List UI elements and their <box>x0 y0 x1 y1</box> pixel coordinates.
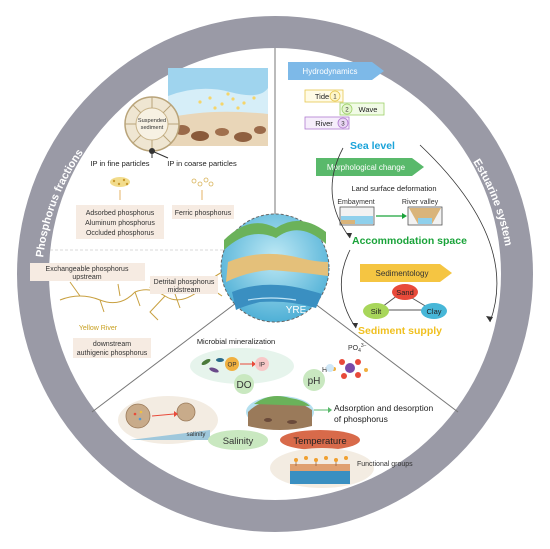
arrowhead-supply <box>352 323 358 328</box>
fine-particles-title: IP in fine particles <box>90 159 149 168</box>
morph-label: Morphological change <box>327 163 406 172</box>
ph-bubble <box>303 369 325 391</box>
sand-label: Sand <box>396 288 414 297</box>
fine-items-box <box>76 205 164 239</box>
wave-number: 2 <box>345 107 349 114</box>
do-bubble <box>234 374 254 394</box>
river-number: 3 <box>341 121 345 128</box>
tide-badge <box>329 90 341 102</box>
coarse-items-box <box>172 205 234 219</box>
op-circle <box>225 357 239 371</box>
sedimentology-banner <box>360 264 452 282</box>
river-badge <box>337 117 349 129</box>
downstream-box <box>73 338 151 358</box>
salinity-bubble <box>208 430 268 450</box>
silt-node <box>363 303 389 319</box>
op-label: OP <box>228 362 237 369</box>
center-estuary-illustration <box>220 213 330 323</box>
morph-banner <box>316 158 424 176</box>
h-ion-icon <box>326 364 334 372</box>
microbial-label: Microbial mineralization <box>197 337 275 346</box>
tide-number: 1 <box>333 94 337 101</box>
functional-groups-label: Functional groups <box>357 461 413 468</box>
divider-right <box>309 299 459 413</box>
clay-node <box>421 303 447 319</box>
temperature-bubble <box>280 430 360 450</box>
fine-item-adsorbed: Adsorbed phosphorus <box>86 210 155 217</box>
land-deformation-label: Land surface deformation <box>351 184 436 193</box>
salinity-label: Salinity <box>223 436 254 447</box>
adsorption-label-2: of phosphorus <box>334 414 388 424</box>
embayment-icon <box>339 206 375 226</box>
op-to-ip-arrowhead <box>252 361 256 367</box>
salinity-illustration <box>118 396 218 444</box>
river-valley-label: River valley <box>402 199 439 206</box>
phosphate-label: PO43− <box>348 343 367 354</box>
sediment-core-icon <box>246 396 314 430</box>
sedimentology-label: Sedimentology <box>376 269 429 278</box>
fine-particles-dots <box>110 177 130 187</box>
wave-label: Wave <box>359 105 378 114</box>
fine-item-aluminum: Aluminum phosphorus <box>85 220 155 227</box>
clay-label: Clay <box>426 307 441 316</box>
arrowhead-supply-right <box>486 316 493 322</box>
tide-label: Tide <box>315 92 329 101</box>
silt-label: Silt <box>371 307 382 316</box>
ip-circle <box>255 357 269 371</box>
coarse-particles-dots <box>191 177 214 187</box>
downstream-label-1: downstream <box>93 341 131 348</box>
sediment-illustration <box>124 68 268 159</box>
river-valley-icon <box>407 206 443 226</box>
microbe-icons <box>201 358 224 373</box>
sand-node <box>392 284 418 300</box>
salinity-small-label: salinity <box>187 431 207 438</box>
hydrodynamics-label: Hydrodynamics <box>302 67 357 76</box>
ph-label: pH <box>308 376 321 387</box>
ip-label: IP <box>259 362 265 369</box>
downstream-label-2: authigenic phosphorus <box>77 350 148 357</box>
accommodation-label: Accommodation space <box>352 235 467 247</box>
embayment-arrowhead <box>402 213 407 219</box>
coarse-particles-title: IP in coarse particles <box>167 159 237 168</box>
midstream-label-1: Detrital phosphorus <box>154 279 215 286</box>
adsorption-arrowhead <box>328 407 332 413</box>
do-label: DO <box>237 380 252 391</box>
feedback-arrows <box>331 144 498 329</box>
upstream-label-2: upstream <box>72 274 101 281</box>
fine-item-occluded: Occluded phosphorus <box>86 230 155 237</box>
wave-badge <box>341 103 353 115</box>
phosphate-molecule-icon <box>332 359 368 379</box>
adsorption-label-1: Adsorption and desorption <box>334 403 434 413</box>
sea-level-label: Sea level <box>350 140 395 152</box>
divider-left <box>91 299 241 413</box>
upstream-box <box>30 263 145 281</box>
embayment-label: Embayment <box>337 199 374 206</box>
microbial-cloud <box>190 348 294 384</box>
center-label-yre: YRE <box>286 305 307 316</box>
arrowhead-accommodation <box>346 233 352 238</box>
functional-groups-illustration <box>270 448 374 488</box>
midstream-box <box>150 276 218 294</box>
midstream-label-2: midstream <box>168 287 201 294</box>
sediment-supply-label: Sediment supply <box>358 325 442 337</box>
upstream-label-1: Exchangeable phosphorus <box>46 266 129 273</box>
river-label: River <box>315 119 333 128</box>
hydrodynamics-banner <box>288 62 384 80</box>
temperature-label: Temperature <box>293 436 346 447</box>
yellow-river-label: Yellow River <box>79 325 118 332</box>
river-box <box>304 116 350 130</box>
coarse-item-ferric: Ferric phosphorus <box>175 210 232 217</box>
